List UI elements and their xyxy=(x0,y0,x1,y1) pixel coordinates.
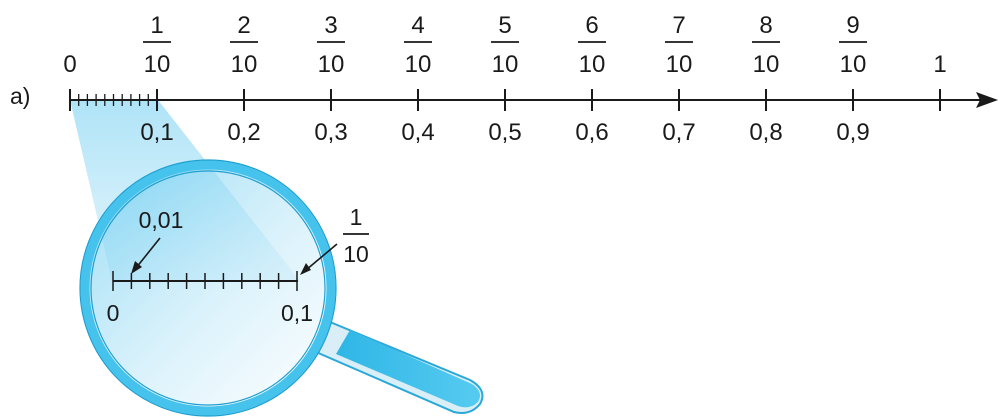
fraction-arrow-icon xyxy=(300,263,311,275)
fraction-numerator: 6 xyxy=(585,12,598,39)
decimal-label: 0,7 xyxy=(662,119,695,146)
main-ticks xyxy=(69,89,941,111)
fraction-denominator: 10 xyxy=(579,51,606,78)
fraction-denominator: 10 xyxy=(231,51,258,78)
part-label: a) xyxy=(10,83,30,109)
number-line-end-label: 1 xyxy=(933,51,946,78)
magnifier-handle xyxy=(314,320,484,414)
fraction-denominator: 10 xyxy=(144,51,171,78)
small-ticks xyxy=(78,94,149,106)
fraction-pointer xyxy=(305,243,338,271)
decimal-label: 0,2 xyxy=(227,119,260,146)
magnifier-lens-inner-rim xyxy=(90,170,326,406)
decimal-label: 0,9 xyxy=(836,119,869,146)
fraction-numerator: 5 xyxy=(498,12,511,39)
magnifier-lens xyxy=(80,160,336,416)
number-line-start-label: 0 xyxy=(63,51,76,78)
fraction-numerator: 4 xyxy=(411,12,424,39)
fraction-denominator: 10 xyxy=(753,51,780,78)
small-unit-pointer xyxy=(135,237,161,269)
fraction-numerator: 7 xyxy=(672,12,685,39)
decimal-label: 0,8 xyxy=(749,119,782,146)
zoom-fraction-denominator: 10 xyxy=(343,241,369,267)
fraction-denominator: 10 xyxy=(318,51,345,78)
decimal-label: 0,5 xyxy=(488,119,521,146)
decimal-label: 0,3 xyxy=(314,119,347,146)
small-unit-arrow-icon xyxy=(131,261,142,274)
decimal-label: 0,4 xyxy=(401,119,434,146)
fraction-denominator: 10 xyxy=(666,51,693,78)
zoomed-start-label: 0 xyxy=(107,300,120,326)
number-line-arrow-icon xyxy=(976,92,998,108)
fraction-denominator: 10 xyxy=(840,51,867,78)
fraction-numerator: 9 xyxy=(846,12,859,39)
small-unit-label: 0,01 xyxy=(139,207,184,233)
zoom-fraction-numerator: 1 xyxy=(350,204,363,230)
fraction-numerator: 1 xyxy=(150,12,163,39)
decimal-label: 0,6 xyxy=(575,119,608,146)
fraction-denominator: 10 xyxy=(405,51,432,78)
zoomed-ticks xyxy=(112,271,298,291)
decimal-label: 0,1 xyxy=(140,119,173,146)
fraction-numerator: 3 xyxy=(324,12,337,39)
fraction-numerator: 8 xyxy=(759,12,772,39)
decimal-labels: 0,1 0,2 0,3 0,4 0,5 0,6 0,7 0,8 0,9 xyxy=(140,119,869,146)
fraction-denominator: 10 xyxy=(492,51,519,78)
magnifier-lens-outer-rim xyxy=(79,159,337,417)
fraction-labels: 1 10 2 10 3 10 4 10 5 10 6 10 7 10 8 10 9 10 xyxy=(143,12,867,78)
zoomed-end-label: 0,1 xyxy=(281,300,313,326)
fraction-numerator: 2 xyxy=(237,12,250,39)
